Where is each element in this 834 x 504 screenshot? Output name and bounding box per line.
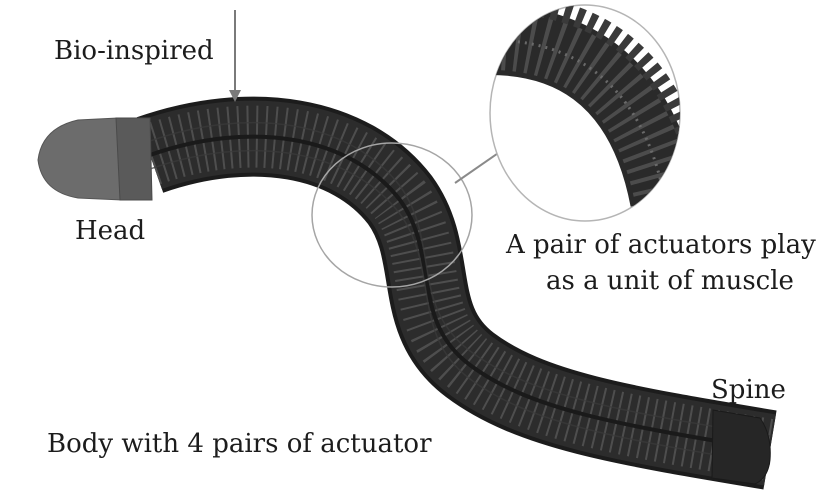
bio-inspired-label: Bio-inspired bbox=[54, 34, 214, 68]
head-label: Head bbox=[75, 214, 145, 248]
body-label: Body with 4 pairs of actuator bbox=[47, 427, 432, 461]
bio-inspired-arrow bbox=[229, 10, 241, 102]
actuator-pair-label-line2: as a unit of muscle bbox=[546, 264, 794, 298]
zoom-inset bbox=[490, 4, 700, 221]
tail-cap bbox=[712, 410, 770, 484]
spine-label: Spine bbox=[711, 373, 786, 407]
actuator-pair-label-line1: A pair of actuators play bbox=[506, 228, 816, 262]
head-shape bbox=[38, 118, 152, 200]
